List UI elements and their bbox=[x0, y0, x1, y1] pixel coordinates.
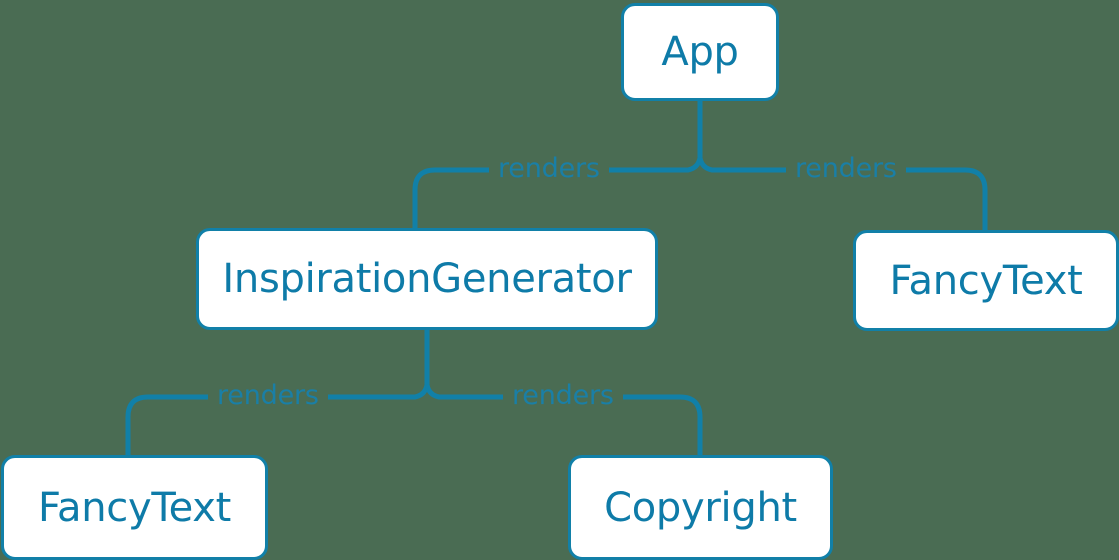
edge-label-app-to-inspiration-generator: renders bbox=[489, 153, 609, 184]
node-fancytext-right[interactable]: FancyText bbox=[853, 230, 1119, 331]
edge-inspiration-to-fancytext bbox=[125, 384, 430, 455]
node-fancytext-right-label: FancyText bbox=[889, 257, 1083, 304]
edge-label-app-to-fancytext: renders bbox=[786, 153, 906, 184]
node-app-label: App bbox=[661, 29, 739, 75]
node-copyright[interactable]: Copyright bbox=[568, 455, 833, 560]
edge-app-to-fancytext bbox=[697, 157, 988, 230]
edge-app-to-inspiration bbox=[412, 157, 703, 228]
node-fancytext-bottom[interactable]: FancyText bbox=[1, 455, 268, 560]
node-inspiration-generator-label: InspirationGenerator bbox=[222, 256, 632, 302]
edge-inspiration-to-copyright bbox=[424, 384, 703, 455]
node-fancytext-bottom-label: FancyText bbox=[37, 484, 232, 531]
node-app[interactable]: App bbox=[621, 3, 779, 101]
edge-label-inspiration-generator-to-fancytext: renders bbox=[208, 380, 328, 411]
edge-label-inspiration-generator-to-copyright: renders bbox=[503, 380, 623, 411]
node-inspiration-generator[interactable]: InspirationGenerator bbox=[196, 228, 658, 330]
node-copyright-label: Copyright bbox=[604, 484, 797, 531]
